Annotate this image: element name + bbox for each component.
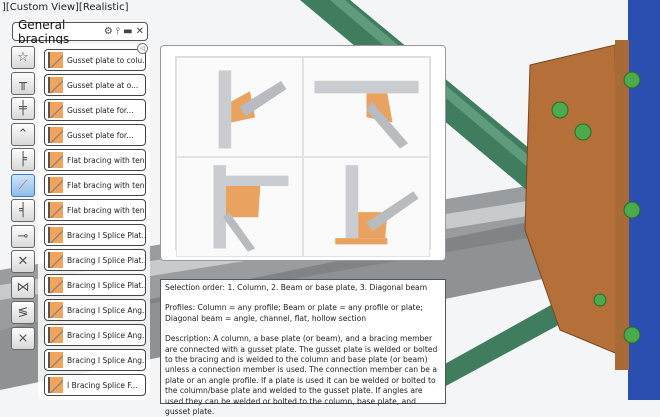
bolt xyxy=(551,101,569,119)
preview-image-1 xyxy=(176,57,303,157)
preview-image-4 xyxy=(303,156,430,257)
preview-image-2 xyxy=(303,57,430,157)
component-label: Gusset plate at o... xyxy=(67,80,139,90)
component-label: Gusset plate to colu... xyxy=(67,55,146,65)
component-icon xyxy=(48,77,63,93)
component-item[interactable]: Gusset plate at o... xyxy=(44,74,146,96)
palette-title: General bracings xyxy=(18,17,70,46)
component-icon xyxy=(48,252,63,268)
component-label: Gusset plate for... xyxy=(67,130,134,140)
category-toolbar: ☆ ╥ ╪ ⌃ ╞ ⟋ ╡ ⊸ ✕ ⋈ ≶ ⨯ xyxy=(11,46,38,352)
component-item[interactable]: Bracing I Splice Plat... xyxy=(44,249,146,271)
component-label: I Bracing Splice F... xyxy=(67,380,138,390)
component-icon xyxy=(48,177,63,193)
description-text: Description: A column, a base plate (or … xyxy=(165,334,438,417)
component-label: Gusset plate for... xyxy=(67,105,134,115)
gear-icon[interactable]: ⚙ xyxy=(103,26,113,37)
component-item[interactable]: Bracing I Splice Ang... xyxy=(44,299,146,321)
component-item[interactable]: Flat bracing with tensi... xyxy=(44,149,146,171)
category-beam-end-icon[interactable]: ╞ xyxy=(11,148,35,171)
profiles-text: Profiles: Column = any profile; Beam or … xyxy=(165,303,423,323)
component-label: Flat bracing with tensi... xyxy=(67,180,145,190)
component-item[interactable]: Bracing I Splice Plat... xyxy=(44,224,146,246)
component-label: Bracing I Splice Plat... xyxy=(67,280,146,290)
component-item[interactable]: Flat bracing with tensi... xyxy=(44,199,146,221)
component-item[interactable]: Gusset plate for... xyxy=(44,99,146,121)
component-item[interactable]: I Bracing Splice F... xyxy=(44,374,146,396)
bolt xyxy=(623,71,641,89)
bolt xyxy=(574,123,592,141)
minimize-icon[interactable]: ▬ xyxy=(123,26,133,37)
component-item[interactable]: Flat bracing with tensi... xyxy=(44,174,146,196)
component-label: Bracing I Splice Ang... xyxy=(67,355,146,365)
component-item[interactable]: Bracing I Splice Ang... xyxy=(44,324,146,346)
category-cross-bracing-icon[interactable]: ✕ xyxy=(11,250,35,273)
orange-gusset-plate xyxy=(524,44,621,356)
component-item[interactable]: Gusset plate to colu... xyxy=(44,49,146,71)
component-icon xyxy=(48,102,63,118)
component-icon xyxy=(48,127,63,143)
category-diagonal-cross-icon[interactable]: ⨯ xyxy=(11,326,35,350)
component-label: Bracing I Splice Plat... xyxy=(67,255,146,265)
component-label: Bracing I Splice Ang... xyxy=(67,330,146,340)
pin-icon[interactable]: ⫯ xyxy=(115,26,121,37)
bolt xyxy=(593,293,607,307)
category-pipe-icon[interactable]: ⊸ xyxy=(11,224,35,248)
component-icon xyxy=(48,52,63,68)
palette-header[interactable]: General bracings ⚙ ⫯ ▬ ✕ xyxy=(12,18,148,46)
component-label: Bracing I Splice Ang... xyxy=(67,305,146,315)
component-icon xyxy=(48,352,63,368)
collapse-icon[interactable]: ◁ xyxy=(137,43,148,54)
category-column-icon[interactable]: ╥ xyxy=(11,71,35,95)
view-label: ][Custom View][Realistic] xyxy=(2,2,129,13)
component-icon xyxy=(48,327,63,343)
component-icon xyxy=(48,302,63,318)
category-gusset-icon[interactable]: ⟋ xyxy=(11,173,35,197)
bolt xyxy=(623,326,641,344)
category-truss-icon[interactable]: ⋈ xyxy=(11,275,35,299)
description-panel: Selection order: 1. Column, 2. Beam or b… xyxy=(160,279,446,416)
category-h-frame-icon[interactable]: ╪ xyxy=(11,97,35,120)
bolt xyxy=(623,201,641,219)
component-icon xyxy=(48,377,63,393)
category-s-bracing-icon[interactable]: ≶ xyxy=(11,301,35,324)
component-item[interactable]: Bracing I Splice Plat... xyxy=(44,274,146,296)
selection-order-text: Selection order: 1. Column, 2. Beam or b… xyxy=(165,283,428,292)
component-label: Flat bracing with tensi... xyxy=(67,205,145,215)
component-icon xyxy=(48,152,63,168)
bolts xyxy=(551,71,641,344)
preview-image-3 xyxy=(176,156,303,257)
category-star-icon[interactable]: ☆ xyxy=(11,46,35,69)
component-item[interactable]: Bracing I Splice Ang... xyxy=(44,349,146,371)
component-label: Bracing I Splice Plat... xyxy=(67,230,146,240)
end-plate xyxy=(615,40,629,370)
component-icon xyxy=(48,202,63,218)
category-splice-icon[interactable]: ╡ xyxy=(11,199,35,222)
category-chevron-icon[interactable]: ⌃ xyxy=(11,122,35,146)
component-icon xyxy=(48,227,63,243)
preview-window xyxy=(160,45,446,261)
component-label: Flat bracing with tensi... xyxy=(67,155,145,165)
component-item[interactable]: Gusset plate for... xyxy=(44,124,146,146)
close-icon[interactable]: ✕ xyxy=(135,26,144,37)
component-list: Gusset plate to colu... Gusset plate at o… xyxy=(44,49,146,399)
component-icon xyxy=(48,277,63,293)
